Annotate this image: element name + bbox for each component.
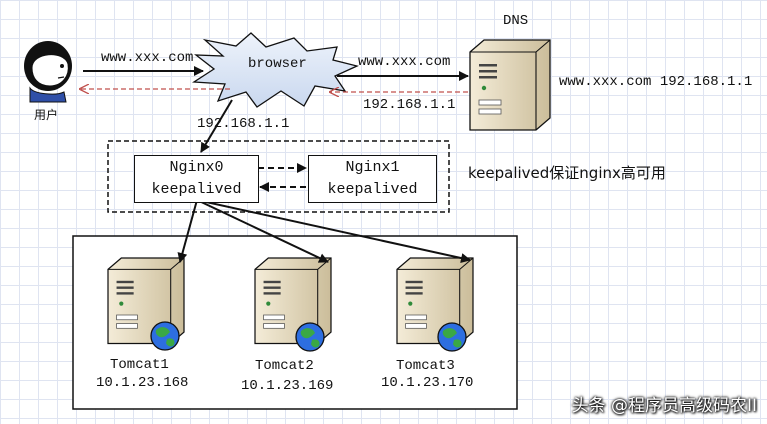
dns-reply-label: 192.168.1.1 — [363, 97, 456, 113]
dns-record-label: www.xxx.com 192.168.1.1 — [559, 74, 753, 90]
nginx1-sub: keepalived — [327, 181, 418, 198]
tomcat2-globe-icon — [295, 322, 325, 352]
browser-cloud-icon — [192, 32, 359, 108]
browser-label: browser — [248, 56, 307, 72]
tomcat3-ip: 10.1.23.170 — [381, 375, 474, 391]
tomcat1-globe-icon — [150, 321, 180, 351]
keepalived-note: keepalived保证nginx高可用 — [468, 164, 666, 182]
browser-to-nginx-label: 192.168.1.1 — [197, 116, 290, 132]
nginx-to-tomcat2-arrow — [196, 199, 329, 263]
tomcat1-ip: 10.1.23.168 — [96, 375, 189, 391]
tomcat3-name: Tomcat3 — [396, 358, 455, 374]
user-label: 用户 — [34, 108, 59, 122]
nginx1-name: Nginx1 — [345, 159, 400, 176]
nginx0-name: Nginx0 — [169, 159, 224, 176]
nginx1-box: Nginx1 keepalived — [308, 155, 437, 203]
tomcat2-name: Tomcat2 — [255, 358, 314, 374]
tomcat3-globe-icon — [437, 322, 467, 352]
tomcat2-ip: 10.1.23.169 — [241, 378, 334, 394]
browser-to-dns-label: www.xxx.com — [358, 54, 451, 70]
dns-label: DNS — [503, 13, 529, 29]
nginx0-sub: keepalived — [151, 181, 242, 198]
dns-server-icon — [469, 39, 551, 131]
user-avatar-icon — [24, 41, 72, 103]
watermark: 头条 @程序员高级码农II — [571, 396, 757, 416]
nginx-to-tomcat1-arrow — [177, 199, 198, 263]
nginx-ha-group — [107, 140, 450, 213]
browser-to-nginx-arrow — [200, 99, 233, 153]
tomcat1-name: Tomcat1 — [110, 357, 169, 373]
user-request-label: www.xxx.com — [101, 50, 194, 66]
nginx0-box: Nginx0 keepalived — [134, 155, 259, 203]
nginx-to-tomcat3-arrow — [196, 199, 471, 263]
